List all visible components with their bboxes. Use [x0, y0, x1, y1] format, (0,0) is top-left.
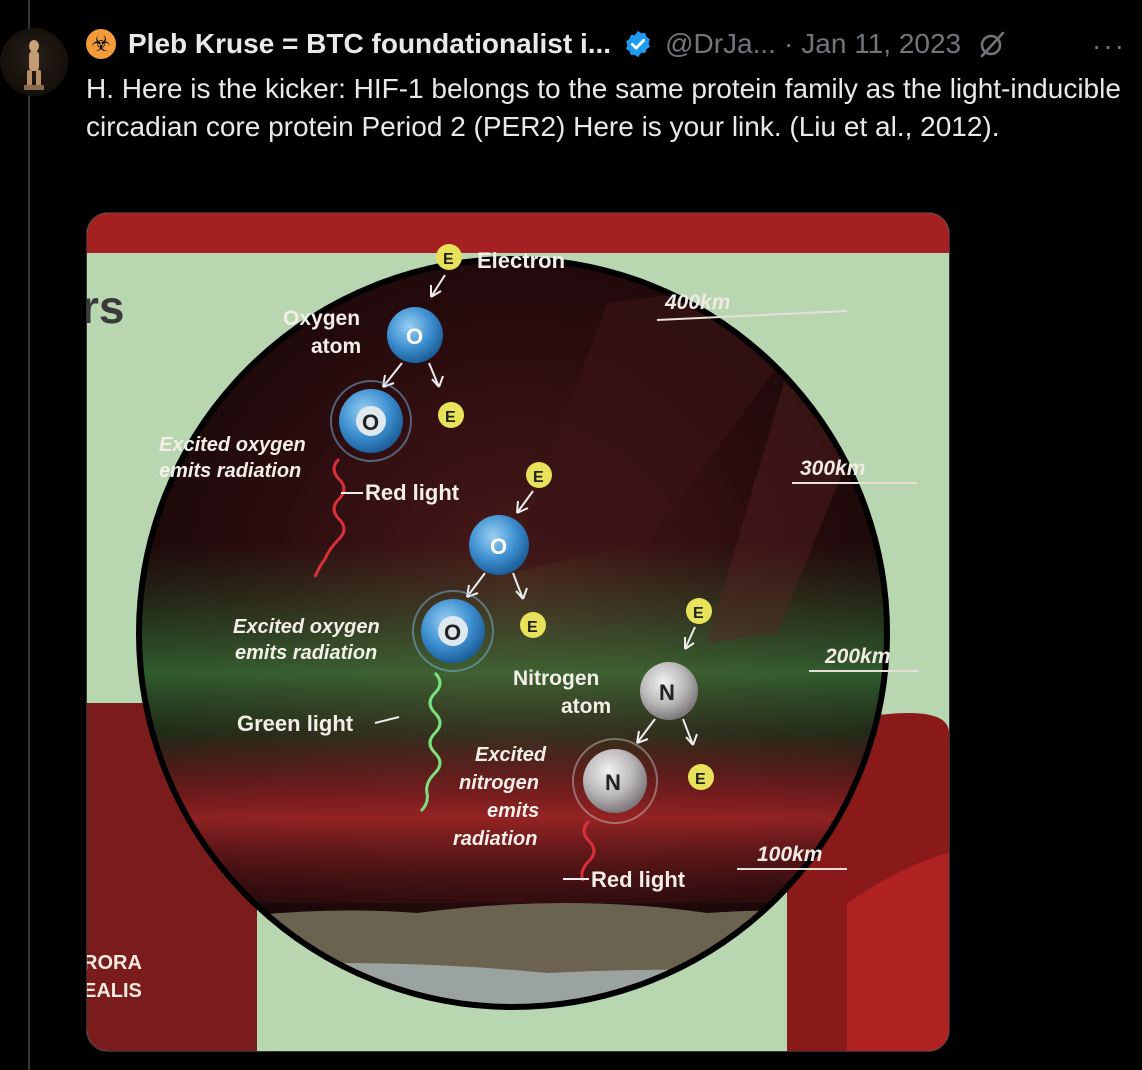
green-light-label: Green light: [237, 711, 354, 736]
svg-text:N: N: [605, 770, 621, 795]
svg-text:E: E: [695, 771, 706, 788]
tweet-text: H. Here is the kicker: HIF-1 belongs to …: [86, 73, 1121, 142]
green-light-wave: [419, 671, 442, 813]
excited-oxygen-label-1b: emits radiation: [159, 460, 301, 482]
excited-nitrogen-atom: [583, 749, 647, 813]
author-display-name[interactable]: Pleb Kruse = BTC foundationalist i...: [128, 28, 612, 59]
altitude-label-200: 200km: [824, 645, 890, 668]
nitrogen-atom: [640, 662, 698, 720]
altitude-label-400: 400km: [664, 291, 730, 314]
nitrogen-atom-label-2: atom: [561, 695, 611, 718]
svg-text:N: N: [659, 680, 675, 705]
separator-dot: ·: [783, 28, 794, 59]
verified-badge-icon[interactable]: [623, 29, 653, 59]
electron-label: Electron: [477, 248, 565, 273]
svg-text:O: O: [490, 534, 507, 559]
excited-nitrogen-label-3: emits: [487, 800, 539, 822]
corner-text-bottom-2: EALIS: [87, 980, 142, 1002]
electron-marker-top: [436, 244, 462, 270]
avatar[interactable]: [0, 28, 68, 96]
excited-oxygen-label-1a: Excited oxygen: [159, 434, 306, 456]
nitrogen-atom-label-1: Nitrogen: [513, 667, 599, 690]
excited-oxygen-label-2a: Excited oxygen: [233, 616, 380, 638]
author-handle[interactable]: @DrJa...: [665, 28, 776, 59]
biohazard-icon: ☣: [86, 29, 116, 59]
red-light-wave-2: [580, 819, 596, 882]
altitude-line-400: [656, 310, 848, 321]
statue-avatar-image: [24, 40, 44, 90]
svg-text:O: O: [406, 324, 423, 349]
svg-text:E: E: [533, 469, 544, 486]
oxygen-atom-label-1: Oxygen: [283, 307, 360, 330]
altitude-label-100: 100km: [757, 843, 822, 866]
oxygen-atom-label-2: atom: [311, 335, 361, 358]
svg-text:E: E: [445, 409, 456, 426]
corner-text-bottom-1: RORA: [87, 952, 142, 974]
svg-text:O: O: [444, 620, 461, 645]
red-light-label-1: Red light: [365, 480, 460, 505]
oxygen-atom-2: [469, 515, 529, 575]
tweet-header: ☣ Pleb Kruse = BTC foundationalist i... …: [86, 24, 1007, 64]
more-options-icon[interactable]: ···: [1092, 30, 1126, 61]
excited-nitrogen-label-1: Excited: [475, 744, 547, 766]
excited-nitrogen-label-2: nitrogen: [459, 772, 539, 794]
corner-text-top: rs: [87, 281, 124, 333]
aurora-diagram: rs RORA EALIS 400km 300km 200km 100km E …: [87, 213, 949, 1051]
red-light-wave-1: [313, 457, 346, 578]
oxygen-atom-1: [387, 307, 443, 363]
red-light-label-2: Red light: [591, 867, 686, 892]
electron-symbol-top: E: [443, 251, 454, 268]
svg-text:O: O: [362, 410, 379, 435]
grok-icon[interactable]: [977, 29, 1007, 59]
altitude-label-300: 300km: [800, 457, 865, 480]
svg-text:E: E: [527, 619, 538, 636]
thread-line: [28, 0, 30, 1070]
tweet-date[interactable]: Jan 11, 2023: [801, 28, 962, 59]
excited-nitrogen-label-4: radiation: [453, 828, 537, 850]
svg-text:E: E: [693, 605, 704, 622]
excited-oxygen-label-2b: emits radiation: [235, 642, 377, 664]
tweet-image[interactable]: rs RORA EALIS 400km 300km 200km 100km E …: [86, 212, 950, 1052]
